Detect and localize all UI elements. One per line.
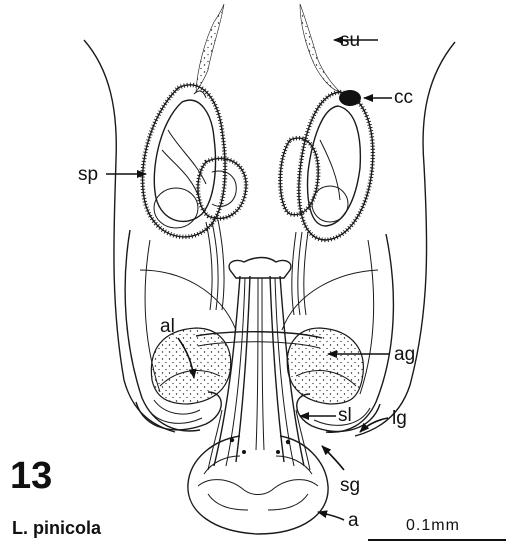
sg-arrow [322, 446, 344, 470]
spermathecal-ducts [206, 220, 308, 315]
label-a: a [348, 510, 359, 531]
spermatheca-left [143, 85, 247, 237]
cc-dark-spot [339, 90, 361, 106]
figure-number: 13 [10, 455, 52, 497]
label-sl: sl [338, 405, 352, 426]
label-al: al [160, 316, 175, 337]
label-ag: ag [394, 344, 415, 365]
spermatheca-right [280, 90, 373, 240]
label-su: su [340, 30, 360, 51]
label-sg: sg [340, 475, 360, 496]
label-cc: cc [394, 87, 413, 108]
su-structure [196, 4, 340, 92]
terminal-structures [188, 436, 328, 534]
species-name: L. pinicola [12, 518, 102, 538]
label-sp: sp [78, 164, 98, 185]
label-lg: lg [392, 408, 407, 429]
scale-label: 0.1mm [406, 517, 460, 534]
a-arrow [318, 512, 344, 520]
